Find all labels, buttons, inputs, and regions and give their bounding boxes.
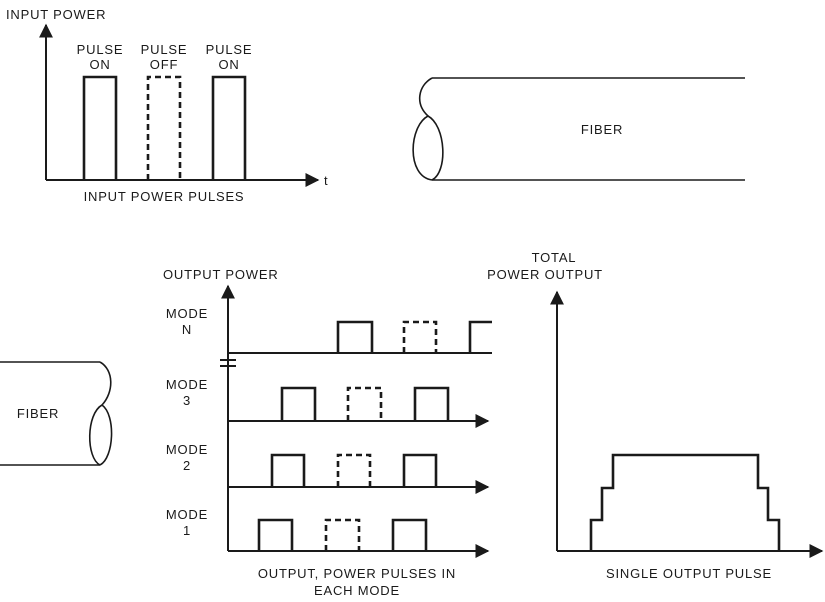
- fiber-left-end-face-left: [90, 405, 102, 465]
- mode-3-pulse-on-2: [415, 388, 448, 421]
- mode-n-pulse-on-1: [338, 322, 372, 353]
- output-power-axis-label: OUTPUT POWER: [163, 267, 279, 282]
- mode-3-pulse-on-1: [282, 388, 315, 421]
- input-pulse-on-1: [84, 77, 116, 180]
- mode-1-label-line1: MODE: [166, 507, 208, 522]
- mode-n-pulse-on-2: [470, 322, 492, 353]
- pulse-1-label-line2: ON: [89, 57, 110, 72]
- mode-2-pulse-off: [338, 455, 370, 487]
- pulse-1-label-line1: PULSE: [77, 42, 124, 57]
- pulse-2-label-line1: PULSE: [141, 42, 188, 57]
- input-caption: INPUT POWER PULSES: [84, 189, 245, 204]
- fiber-top-end-face: [413, 78, 432, 180]
- mode-3-label-line2: 3: [183, 393, 191, 408]
- mode-3-label-line1: MODE: [166, 377, 208, 392]
- mode-2-pulse-on-1: [272, 455, 304, 487]
- mode-2-label-line1: MODE: [166, 442, 208, 457]
- mode-1-pulse-off: [326, 520, 359, 551]
- fiber-top: FIBER: [413, 78, 745, 180]
- mode-1-label-line2: 1: [183, 523, 191, 538]
- mode-n-pulse-off: [404, 322, 436, 353]
- mode-n-label-line2: N: [182, 322, 192, 337]
- mode-1-pulse-on-2: [393, 520, 426, 551]
- fiber-left-end-face-right: [100, 362, 112, 465]
- pulse-3-label-line2: ON: [218, 57, 239, 72]
- fiber-top-end-face-right: [428, 116, 443, 180]
- mode-2-pulse-on-2: [404, 455, 436, 487]
- input-power-panel: INPUT POWER t PULSE ON PULSE OFF PULSE O…: [6, 7, 328, 204]
- output-modes-panel: OUTPUT POWER MODE N MODE 3 MODE 2 MODE 1: [163, 267, 492, 598]
- fiber-left: FIBER: [0, 362, 112, 465]
- single-output-pulse: [591, 455, 779, 551]
- mode-2-label-line2: 2: [183, 458, 191, 473]
- total-axis-label-line2: POWER OUTPUT: [487, 267, 603, 282]
- mode-1-pulse-on-1: [259, 520, 292, 551]
- total-caption: SINGLE OUTPUT PULSE: [606, 566, 772, 581]
- input-pulse-off: [148, 77, 180, 180]
- fiber-left-label: FIBER: [17, 406, 59, 421]
- modes-caption-line1: OUTPUT, POWER PULSES IN: [258, 566, 456, 581]
- mode-n-label-line1: MODE: [166, 306, 208, 321]
- total-axis-label-line1: TOTAL: [532, 250, 577, 265]
- modes-caption-line2: EACH MODE: [314, 583, 400, 598]
- total-power-panel: TOTAL POWER OUTPUT SINGLE OUTPUT PULSE: [487, 250, 822, 581]
- mode-3-pulse-off: [348, 388, 381, 421]
- time-axis-label: t: [324, 173, 328, 188]
- pulse-3-label-line1: PULSE: [206, 42, 253, 57]
- pulse-2-label-line2: OFF: [150, 57, 178, 72]
- input-power-axis-label: INPUT POWER: [6, 7, 106, 22]
- input-pulse-on-2: [213, 77, 245, 180]
- fiber-top-label: FIBER: [581, 122, 623, 137]
